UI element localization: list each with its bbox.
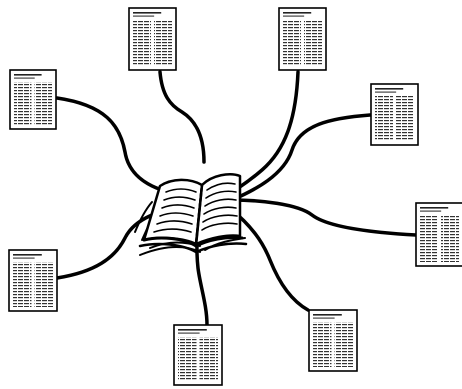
document-page-icon <box>9 69 57 130</box>
document-page-icon <box>128 7 177 71</box>
document-page-icon <box>415 202 462 267</box>
document-page-icon <box>173 324 223 386</box>
document-page-icon <box>8 249 58 312</box>
connector-lines <box>55 70 418 327</box>
connector-upper-right <box>230 113 372 202</box>
document-page-icon <box>308 309 358 372</box>
document-page-icon <box>278 7 327 71</box>
connector-top-left <box>158 70 206 164</box>
open-book-icon <box>134 173 248 256</box>
document-page-icon <box>370 83 419 146</box>
connector-bottom-right <box>230 208 310 312</box>
connector-right <box>230 198 418 237</box>
